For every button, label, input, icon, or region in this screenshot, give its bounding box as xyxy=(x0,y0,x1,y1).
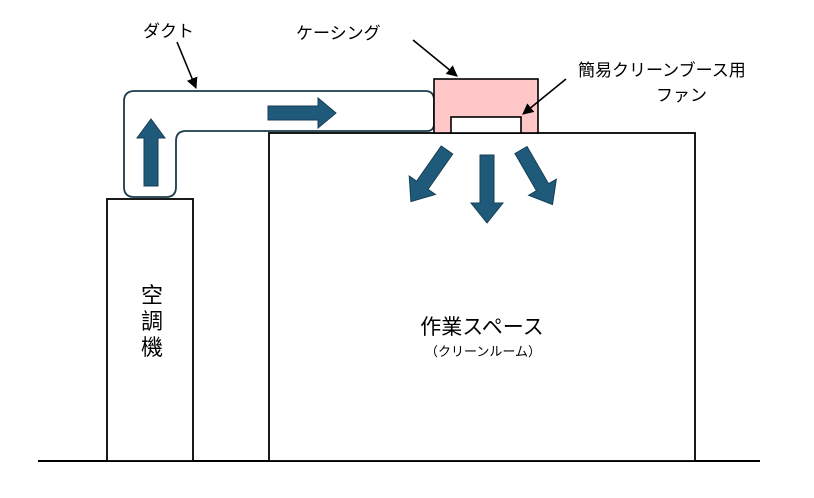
airflow-arrow-down-left xyxy=(408,145,454,203)
air-conditioner-label-2: 調 xyxy=(141,310,163,335)
airflow-arrow-up xyxy=(136,118,166,187)
workspace-sublabel: （クリーンルーム） xyxy=(425,345,541,360)
casing-label: ケーシング xyxy=(296,24,381,44)
duct-callout-line xyxy=(176,41,198,90)
air-conditioner-box xyxy=(106,198,194,462)
airflow-arrow-down-right xyxy=(514,145,558,206)
airflow-arrow-right xyxy=(267,96,337,130)
fan-opening xyxy=(450,116,522,134)
air-conditioner-label-1: 空 xyxy=(141,284,163,309)
duct-label: ダクト xyxy=(143,22,194,42)
workspace-label: 作業スペース xyxy=(420,315,543,339)
airflow-arrows xyxy=(136,96,558,224)
fan-label-line1: 簡易クリーンブース用 xyxy=(578,60,746,81)
fan-callout-line xyxy=(522,78,567,115)
airflow-arrow-down xyxy=(469,154,505,224)
air-conditioner-label-3: 機 xyxy=(141,336,163,361)
casing-callout-line xyxy=(412,39,458,77)
fan-label-line2: ファン xyxy=(656,86,707,106)
